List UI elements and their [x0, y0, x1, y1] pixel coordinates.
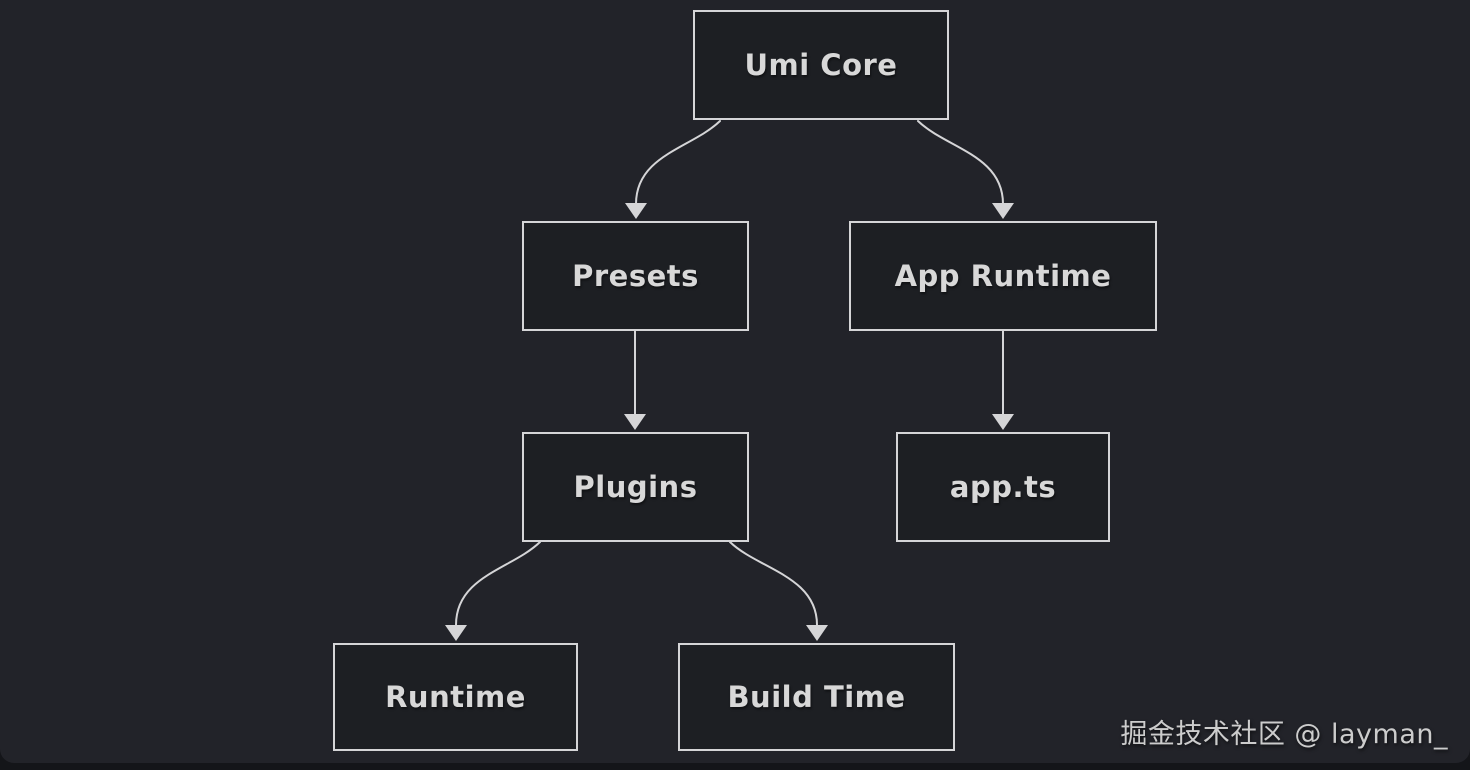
arrowhead-icon — [806, 625, 828, 641]
node-app-ts: app.ts — [896, 432, 1110, 542]
edge-plugins-runtime — [445, 541, 541, 641]
node-label: App Runtime — [894, 259, 1112, 293]
node-build-time: Build Time — [678, 643, 955, 751]
node-app-runtime: App Runtime — [849, 221, 1157, 331]
node-runtime: Runtime — [333, 643, 578, 751]
node-label: app.ts — [949, 470, 1057, 504]
node-label: Build Time — [727, 680, 906, 714]
edge-presets-plugins — [624, 330, 646, 430]
node-presets: Presets — [522, 221, 749, 331]
edge-umi-core-app-runtime — [917, 120, 1014, 219]
node-label: Presets — [572, 259, 699, 293]
node-label: Umi Core — [744, 48, 898, 82]
arrowhead-icon — [445, 625, 467, 641]
arrowhead-icon — [992, 203, 1014, 219]
node-umi-core: Umi Core — [693, 10, 949, 120]
arrowhead-icon — [624, 414, 646, 430]
edge-app-runtime-app-ts — [992, 330, 1014, 430]
node-label: Runtime — [385, 680, 526, 714]
edge-plugins-build-time — [729, 541, 828, 641]
arrowhead-icon — [992, 414, 1014, 430]
node-label: Plugins — [573, 470, 698, 504]
watermark: 掘金技术社区 @ layman_ — [1120, 719, 1448, 750]
node-plugins: Plugins — [522, 432, 749, 542]
edge-umi-core-presets — [625, 120, 721, 219]
arrowhead-icon — [625, 203, 647, 219]
